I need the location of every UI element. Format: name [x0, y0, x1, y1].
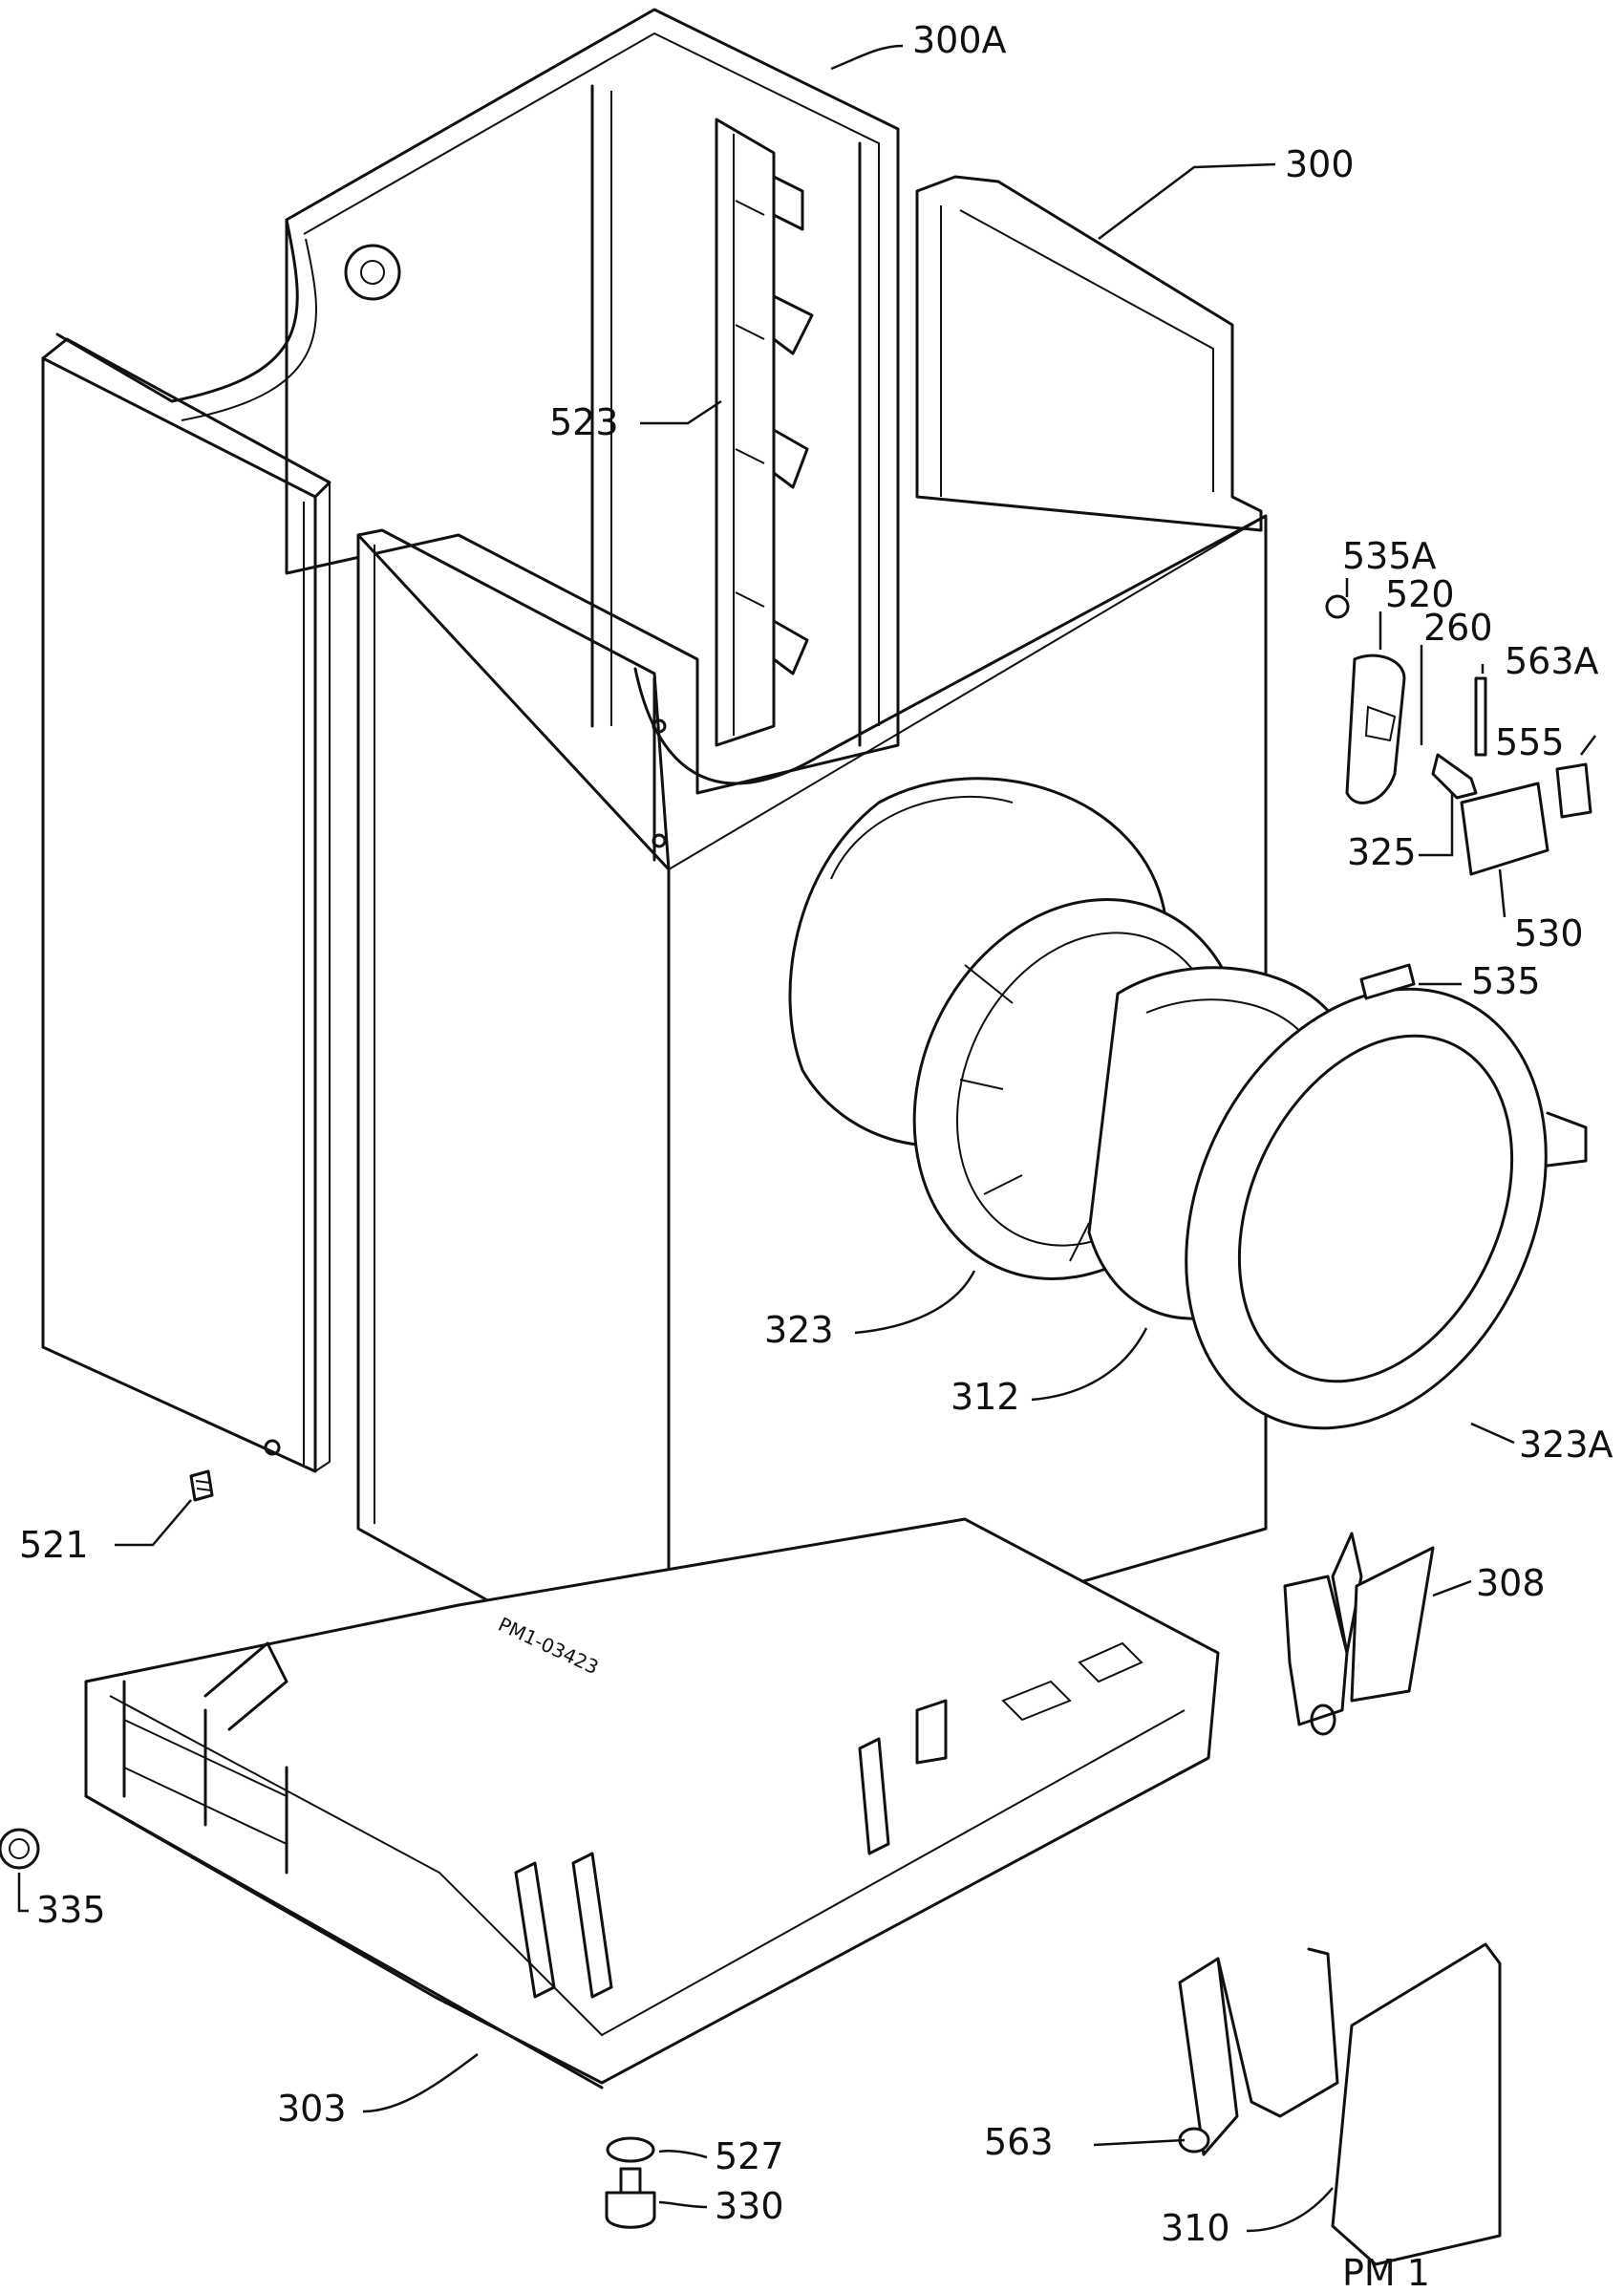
- part-labels: 300A 300 523 535A 520 260 563A 555 325 5…: [19, 19, 1613, 2249]
- label-563A: 563A: [1505, 640, 1599, 682]
- label-535A: 535A: [1342, 535, 1437, 577]
- label-325: 325: [1347, 831, 1417, 873]
- label-555: 555: [1495, 721, 1565, 763]
- label-527: 527: [715, 2135, 784, 2177]
- label-330: 330: [715, 2185, 784, 2227]
- door-ring-323A: [1185, 987, 1588, 1430]
- label-530: 530: [1514, 912, 1584, 954]
- label-323A: 323A: [1519, 1424, 1613, 1466]
- label-312: 312: [951, 1376, 1020, 1418]
- foot-335: [0, 1828, 40, 1870]
- left-side-panel: [41, 337, 331, 1473]
- label-523: 523: [549, 401, 619, 443]
- base-frame-303: [84, 1517, 1220, 2089]
- rear-cabinet-300A: [55, 8, 900, 795]
- hinge-308: [1283, 1532, 1435, 1736]
- label-300A: 300A: [912, 19, 1007, 61]
- label-535: 535: [1471, 960, 1541, 1002]
- label-308: 308: [1476, 1562, 1546, 1604]
- page-code: PM 1: [1342, 2252, 1430, 2293]
- door-handle-assembly: [1325, 594, 1592, 1000]
- label-520: 520: [1385, 573, 1455, 615]
- label-303: 303: [277, 2088, 347, 2130]
- foot-assembly-330: [605, 2136, 656, 2229]
- side-panel-300: [915, 175, 1263, 532]
- kick-panel-310: [1178, 1942, 1502, 2266]
- label-260: 260: [1423, 607, 1493, 649]
- screw-521: [189, 1469, 214, 1502]
- leader-lines: [17, 44, 1596, 2233]
- label-300: 300: [1285, 143, 1355, 185]
- label-310: 310: [1161, 2207, 1230, 2249]
- label-563: 563: [984, 2121, 1054, 2163]
- rail-bracket-523: [715, 118, 814, 747]
- label-335: 335: [36, 1889, 106, 1931]
- label-521: 521: [19, 1524, 89, 1566]
- label-323: 323: [764, 1309, 834, 1351]
